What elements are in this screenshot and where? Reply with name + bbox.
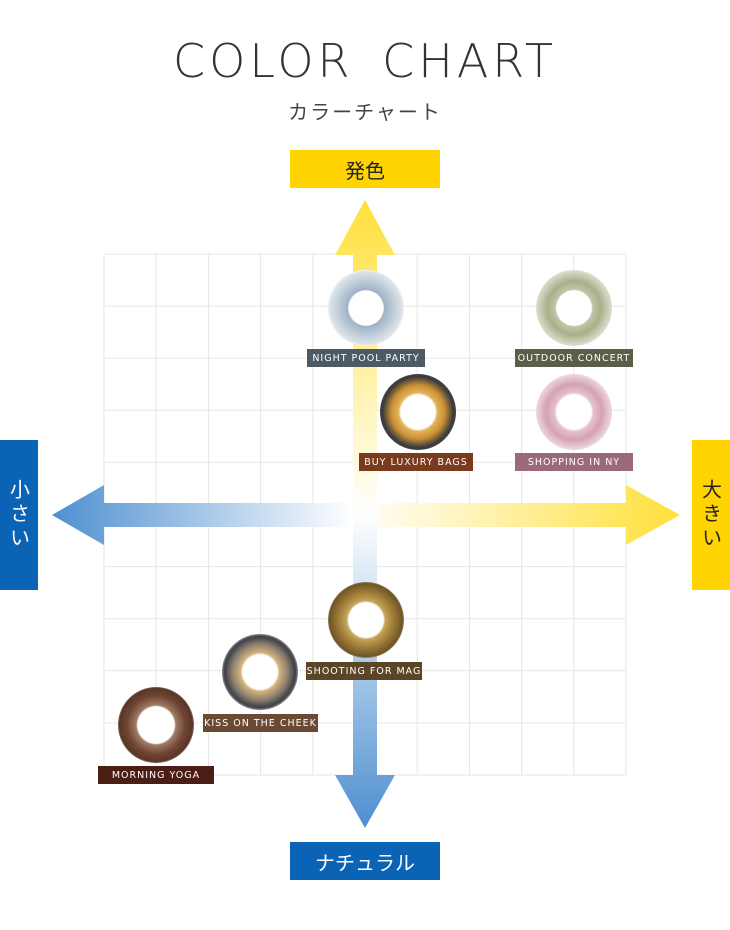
lens-kiss-on-the-cheek <box>222 634 298 710</box>
lens-label: MORNING YOGA <box>98 766 214 784</box>
lens-label: OUTDOOR CONCERT <box>515 349 633 367</box>
axis-arrows <box>52 200 680 828</box>
lens-morning-yoga <box>118 687 194 763</box>
lens-label: KISS ON THE CHEEK <box>203 714 318 732</box>
lens-label: SHOOTING FOR MAG <box>306 662 422 680</box>
lens-label: BUY LUXURY BAGS <box>359 453 473 471</box>
axis-label-bottom: ナチュラル <box>290 842 440 880</box>
axis-label-left: 小さい <box>0 440 38 590</box>
lens-label: NIGHT POOL PARTY <box>307 349 425 367</box>
page-title: COLOR CHART <box>173 34 557 88</box>
lens-shooting-for-mag <box>328 582 404 658</box>
lens-buy-luxury-bags <box>380 374 456 450</box>
lens-night-pool-party <box>328 270 404 346</box>
lens-label: SHOPPING IN NY <box>515 453 633 471</box>
lens-outdoor-concert <box>536 270 612 346</box>
lens-shopping-in-ny <box>536 374 612 450</box>
page-subtitle: カラーチャート <box>288 100 442 124</box>
vertical-arrow <box>335 200 395 828</box>
axis-label-right: 大きい <box>692 440 730 590</box>
axis-label-top: 発色 <box>290 150 440 188</box>
